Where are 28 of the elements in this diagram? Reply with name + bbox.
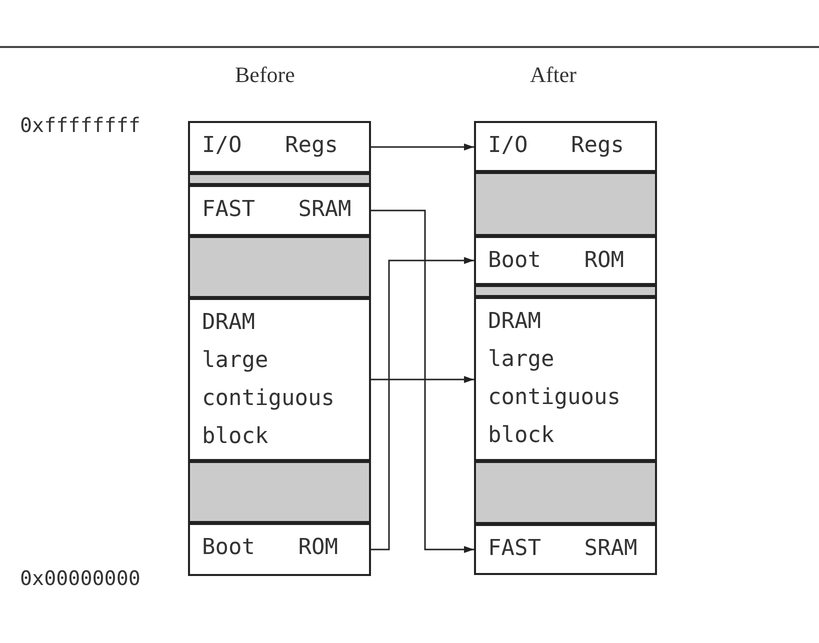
region-label: I/O Regs xyxy=(202,132,339,160)
column-heading: Before xyxy=(235,61,295,89)
region-label: Boot ROM xyxy=(488,247,625,275)
reserved-region xyxy=(474,285,657,297)
arrow xyxy=(371,376,474,383)
memory-region xyxy=(474,236,657,285)
region-label: DRAM large contiguous block xyxy=(488,308,622,450)
arrow xyxy=(371,144,474,150)
memory-region xyxy=(188,121,371,173)
reserved-region xyxy=(188,461,371,523)
memory-region xyxy=(188,298,371,461)
memory-region xyxy=(188,185,371,236)
address-label: 0x00000000 xyxy=(20,565,140,592)
region-label: FAST SRAM xyxy=(202,196,352,224)
region-label: DRAM large contiguous block xyxy=(202,309,336,451)
memory-region xyxy=(474,121,657,172)
memory-region xyxy=(188,523,371,576)
region-label: Boot ROM xyxy=(202,534,339,562)
reserved-region xyxy=(474,172,657,236)
region-label: FAST SRAM xyxy=(488,535,638,563)
reserved-region xyxy=(188,236,371,298)
reserved-region xyxy=(474,461,657,524)
memory-region xyxy=(474,524,657,575)
reserved-region xyxy=(188,173,371,185)
address-label: 0xffffffff xyxy=(20,112,140,139)
column-heading: After xyxy=(530,61,576,89)
memory-region xyxy=(474,297,657,461)
region-label: I/O Regs xyxy=(488,132,625,160)
